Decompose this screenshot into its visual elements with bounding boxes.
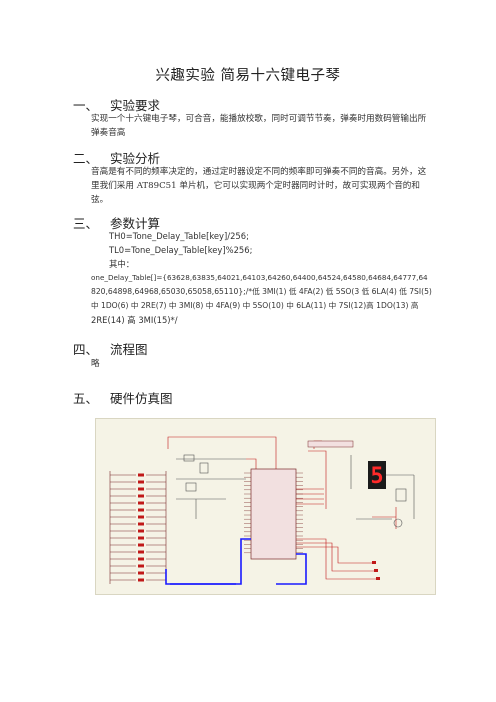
key-switch [110,508,166,512]
key-switch [110,522,166,526]
section-heading-2: 二、实验分析 [73,148,160,167]
key-switch [110,494,166,498]
section-number: 五、 [73,391,99,406]
section-number: 一、 [73,98,99,113]
param-line-table-4: 2RE(14) 高 3MI(15)*/ [91,315,178,325]
param-line-tl0: TL0=Tone_Delay_Table[key]%256; [109,245,253,255]
key-switch [110,536,166,540]
param-line-table-1: one_Delay_Table[]={63628,63835,64021,641… [91,273,428,282]
oscillator-circuit [176,454,246,519]
key-switch [110,515,166,519]
section-number: 二、 [73,151,99,166]
param-line-table-2: 820,64898,64968,65030,65058,65110};/*低 3… [91,287,432,296]
section-heading-5: 五、硬件仿真图 [73,388,173,407]
section-body-2: 音高是有不同的频率决定的，通过定时器设定不同的频率即可弹奏不同的音高。另外，这里… [91,167,427,205]
circuit-schematic-figure: 5 [95,418,436,595]
key-switch [110,487,166,491]
key-switch-array [109,471,167,584]
key-switch [110,578,166,582]
param-line-table-3: 中 1DO(6) 中 2RE(7) 中 3MI(8) 中 4FA(9) 中 5S… [91,301,419,310]
key-switch [110,480,166,484]
section-number: 四、 [73,342,99,357]
param-line-note: 其中： [109,259,135,269]
key-switch [110,550,166,554]
speaker-driver [350,455,415,528]
resistor-network [307,440,354,448]
key-switch [110,564,166,568]
control-buttons [372,561,380,580]
section-heading-1: 一、实验要求 [73,95,160,114]
key-switch [110,557,166,561]
circuit-schematic: 5 [109,436,415,585]
key-switch [110,543,166,547]
section-title: 实验要求 [110,98,161,113]
key-switch [110,571,166,575]
key-switch [110,473,166,477]
section-title: 参数计算 [110,216,161,231]
at89c51-chip [244,468,303,560]
param-line-th0: TH0=Tone_Delay_Table[key]/256; [109,231,249,241]
key-switch [110,529,166,533]
seven-segment-display: 5 [368,461,386,489]
section-heading-4: 四、流程图 [73,339,148,358]
section-body-4: 略 [91,359,100,369]
section-body-1: 实现一个十六键电子琴，可合音，能播放校歌，同时可调节节奏，弹奏时用数码管输出所弹… [91,114,427,138]
document-title: 兴趣实验 简易十六键电子琴 [155,68,341,84]
section-title: 实验分析 [110,151,161,166]
bus-wires [165,538,307,585]
section-title: 流程图 [110,342,148,357]
display-digit: 5 [370,464,383,489]
section-title: 硬件仿真图 [110,391,173,406]
key-switch [110,501,166,505]
section-number: 三、 [73,216,99,231]
section-heading-3: 三、参数计算 [73,213,160,232]
